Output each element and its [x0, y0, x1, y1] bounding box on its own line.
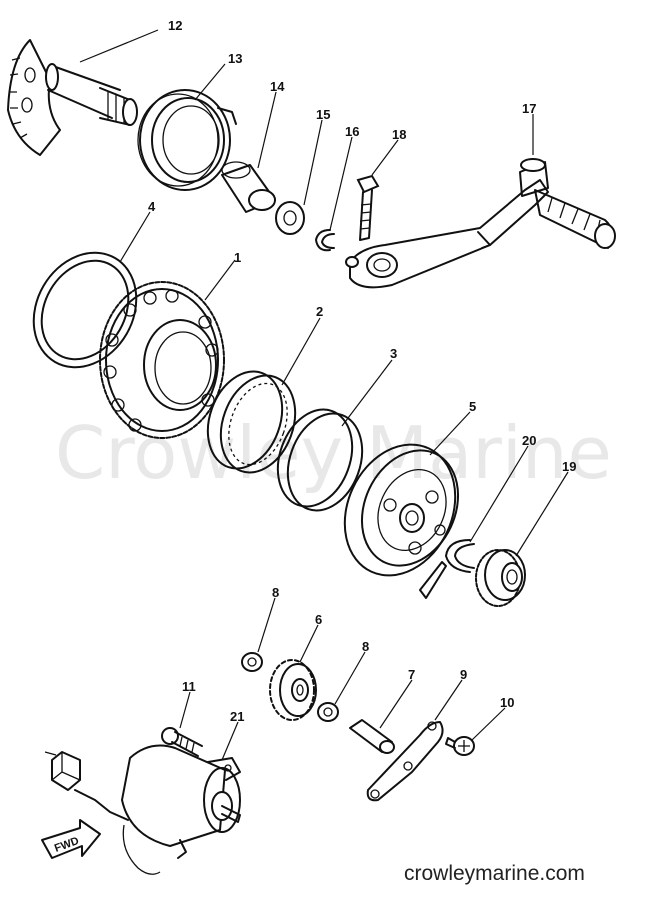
- callout-14: 14: [270, 79, 285, 94]
- callout-12: 12: [168, 18, 182, 33]
- part-21-starter-motor[interactable]: [74, 744, 241, 875]
- site-url: crowleymarine.com: [404, 862, 585, 885]
- part-8-washer-left[interactable]: [241, 652, 263, 672]
- part-11-bolt[interactable]: [161, 727, 203, 757]
- callout-6: 6: [315, 612, 322, 627]
- callout-8-right: 8: [362, 639, 369, 654]
- forward-arrow-icon: FWD: [41, 819, 101, 859]
- callout-15: 15: [316, 107, 330, 122]
- callout-numbers: 1 2 3 4 5 6 7 8 8 9 10 11 12 13 14 15 16…: [148, 18, 576, 724]
- part-8-washer-right[interactable]: [317, 702, 339, 722]
- part-4-thrust-washer[interactable]: [13, 234, 156, 386]
- part-20-circlip[interactable]: [445, 539, 475, 573]
- part-17-kick-crank[interactable]: [345, 158, 616, 289]
- callout-4: 4: [148, 199, 156, 214]
- part-15-washer[interactable]: [275, 201, 305, 235]
- callout-1: 1: [234, 250, 241, 265]
- callout-3: 3: [390, 346, 397, 361]
- part-6-idler-gear[interactable]: [269, 659, 317, 721]
- part-7-shaft[interactable]: [349, 719, 395, 754]
- callout-8-left: 8: [272, 585, 279, 600]
- part-3-ring[interactable]: [265, 399, 375, 521]
- callout-9: 9: [460, 667, 467, 682]
- callout-16: 16: [345, 124, 359, 139]
- part-9-plate[interactable]: [366, 721, 444, 802]
- part-18-bolt[interactable]: [356, 174, 380, 241]
- part-12-kick-shaft[interactable]: [7, 39, 138, 156]
- callout-18: 18: [392, 127, 406, 142]
- wire-connector[interactable]: [44, 751, 81, 791]
- callout-2: 2: [316, 304, 323, 319]
- callout-17: 17: [522, 101, 536, 116]
- part-13-kick-spring[interactable]: [137, 89, 237, 191]
- callout-10: 10: [500, 695, 514, 710]
- callout-19: 19: [562, 459, 576, 474]
- callout-20: 20: [522, 433, 536, 448]
- callout-21: 21: [230, 709, 244, 724]
- leader-lines: [79, 29, 569, 761]
- callout-5: 5: [469, 399, 476, 414]
- part-5-clutch-housing[interactable]: [324, 426, 476, 599]
- part-2-one-way-clutch[interactable]: [195, 361, 308, 483]
- watermark: Crowley Marine: [55, 411, 612, 495]
- callout-7: 7: [408, 667, 415, 682]
- part-1-starter-gear[interactable]: [99, 281, 225, 439]
- part-10-screw[interactable]: [445, 736, 475, 756]
- callout-11: 11: [182, 679, 196, 694]
- callout-13: 13: [228, 51, 242, 66]
- part-19-gear[interactable]: [475, 549, 526, 607]
- part-14-collar[interactable]: [221, 161, 276, 213]
- part-16-circlip[interactable]: [315, 229, 335, 252]
